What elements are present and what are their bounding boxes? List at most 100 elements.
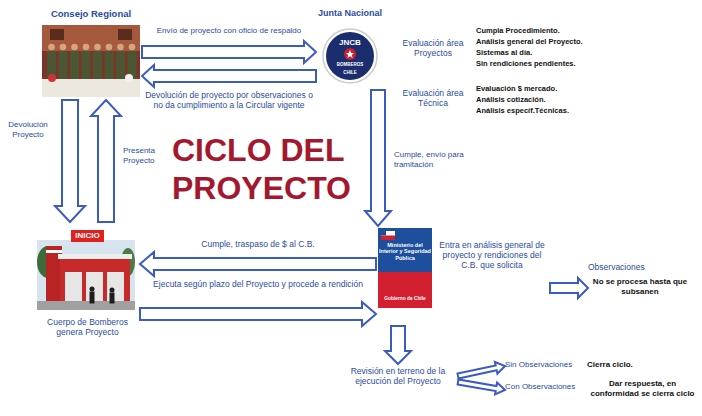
flowers bbox=[125, 74, 133, 82]
node-text: Dar respuesta, en conformidad se cierra … bbox=[587, 379, 698, 398]
node-text: Cuerpo de Bomberos genera Proyecto bbox=[35, 317, 140, 337]
block-arrow bbox=[142, 65, 316, 87]
logo-red bbox=[378, 272, 432, 308]
process-node: Con ObservacionesDar respuesta, en confo… bbox=[505, 379, 698, 411]
person-body bbox=[82, 51, 91, 79]
person-head bbox=[129, 44, 136, 51]
block-arrow bbox=[365, 90, 391, 226]
note-label: Sistemas al día. bbox=[476, 48, 696, 57]
block-arrow bbox=[55, 100, 85, 222]
text-holder: Envío de proyecto con oficio de respaldo bbox=[143, 26, 315, 36]
flag-stripe bbox=[381, 236, 395, 241]
roof bbox=[58, 254, 132, 259]
node-text: Revisión en terreno de la ejecución del … bbox=[338, 366, 458, 386]
node-text: Gobierno de Chile bbox=[378, 296, 432, 302]
diagram-title: CICLO DEL PROYECTO bbox=[172, 132, 368, 208]
edge-label: Cumple, envío para tramitación bbox=[394, 150, 486, 169]
text-holder: Cuerpo de Bomberos genera Proyecto bbox=[35, 317, 140, 337]
block-arrow bbox=[91, 100, 121, 222]
text-holder: Devolución Proyecto bbox=[2, 120, 54, 139]
note-label: Sin rendiciones pendientes. bbox=[476, 59, 696, 68]
block-arrow bbox=[142, 41, 316, 63]
text-holder: Devolución de proyecto por observaciones… bbox=[143, 90, 315, 110]
text-holder: INICIO bbox=[35, 224, 140, 242]
text-holder: Junta Nacional bbox=[316, 8, 384, 19]
person-head bbox=[106, 44, 113, 51]
text-holder: Ministerio del Interior y Seguridad Públ… bbox=[378, 242, 432, 261]
node-text: CHILE bbox=[316, 70, 384, 75]
text-holder: No se procesa hasta que subsanen bbox=[588, 277, 692, 296]
flowers bbox=[48, 74, 56, 82]
text-holder: Consejo Regional bbox=[40, 8, 142, 19]
person-head bbox=[110, 288, 115, 293]
process-node: Junta NacionalJNCB BOMBEROS CHILE bbox=[316, 8, 384, 90]
text-holder: Sistemas al día. bbox=[476, 48, 696, 57]
building bbox=[60, 259, 130, 301]
block-arrow bbox=[550, 278, 588, 298]
person-body bbox=[90, 292, 95, 304]
text-holder: Entra en análisis general de proyecto y … bbox=[436, 240, 548, 271]
text-holder: Observaciones bbox=[588, 262, 696, 272]
logo-emblem bbox=[344, 48, 356, 60]
process-node: Consejo Regional bbox=[40, 8, 142, 100]
person-head bbox=[94, 44, 101, 51]
photo-wall bbox=[42, 25, 140, 51]
text-holder: Con Observaciones bbox=[505, 382, 585, 392]
node-text: JNCB bbox=[316, 38, 384, 48]
person-head bbox=[83, 44, 90, 51]
person-head bbox=[48, 44, 55, 51]
council-photo bbox=[42, 25, 140, 97]
note-label: Evaluación área Técnica bbox=[394, 88, 472, 108]
person-head bbox=[90, 287, 95, 292]
sky bbox=[37, 240, 135, 310]
node-text: Junta Nacional bbox=[316, 8, 384, 19]
text-holder: Revisión en terreno de la ejecución del … bbox=[338, 366, 458, 386]
text-holder: Sin Observaciones bbox=[505, 360, 585, 370]
block-arrow bbox=[140, 252, 376, 276]
edge-label: Devolución Proyecto bbox=[2, 120, 54, 139]
edge-label: Devolución de proyecto por observaciones… bbox=[143, 90, 315, 110]
flag bbox=[381, 231, 395, 240]
text-holder: Cierra ciclo. bbox=[587, 360, 665, 370]
text-holder: Evaluación área Técnica bbox=[394, 88, 472, 108]
text-holder: Análisis cotización. bbox=[476, 95, 696, 104]
process-node: Sin ObservacionesCierra ciclo. bbox=[505, 360, 665, 373]
text-holder: Evaluación área Proyectos bbox=[394, 38, 472, 58]
text-holder: Cumple, envío para tramitación bbox=[394, 150, 486, 169]
person-body bbox=[93, 51, 102, 79]
text-holder: Cumple, traspaso de $ al C.B. bbox=[142, 239, 374, 249]
node-text: BOMBEROS bbox=[316, 62, 384, 67]
note-label: Evaluación $ mercado. bbox=[476, 84, 696, 93]
text-holder: Evaluación $ mercado. bbox=[476, 84, 696, 93]
block-arrow bbox=[385, 326, 411, 364]
process-node: Observaciones No se procesa hasta que sub… bbox=[588, 262, 696, 302]
node-text: Cierra ciclo. bbox=[587, 360, 665, 370]
text-holder: Gobierno de Chile bbox=[378, 296, 432, 302]
note-label: Análisis cotización. bbox=[476, 95, 696, 104]
node-text: Observaciones bbox=[588, 262, 696, 272]
photo-ground bbox=[42, 25, 140, 97]
node-text: Ministerio del Interior y Seguridad Públ… bbox=[378, 242, 432, 261]
garage-door bbox=[65, 272, 82, 301]
person-body bbox=[110, 293, 115, 304]
text-holder: Dar respuesta, en conformidad se cierra … bbox=[587, 379, 698, 398]
fire-station-photo bbox=[37, 240, 135, 310]
edge-label: Envío de proyecto con oficio de respaldo bbox=[143, 26, 315, 36]
ministry-logo bbox=[378, 228, 432, 308]
node-text: Consejo Regional bbox=[40, 8, 142, 19]
person-head bbox=[117, 44, 124, 51]
edge-label: Ejecuta según plazo del Proyecto y proce… bbox=[142, 279, 374, 289]
flag-canton bbox=[381, 231, 386, 236]
note-label: Análisis general del Proyecto. bbox=[476, 37, 696, 46]
tower-stripe bbox=[46, 250, 62, 253]
text-holder: Análisis general del Proyecto. bbox=[476, 37, 696, 46]
edge-label: Cumple, traspaso de $ al C.B. bbox=[142, 239, 374, 249]
person-head bbox=[60, 44, 67, 51]
wall-frame bbox=[50, 29, 64, 40]
note-label: Evaluación área Proyectos bbox=[394, 38, 472, 58]
person-head bbox=[71, 44, 78, 51]
text-holder: BOMBEROS bbox=[316, 62, 384, 67]
text-holder: Ejecuta según plazo del Proyecto y proce… bbox=[142, 279, 374, 289]
node-text: INICIO bbox=[71, 230, 103, 242]
